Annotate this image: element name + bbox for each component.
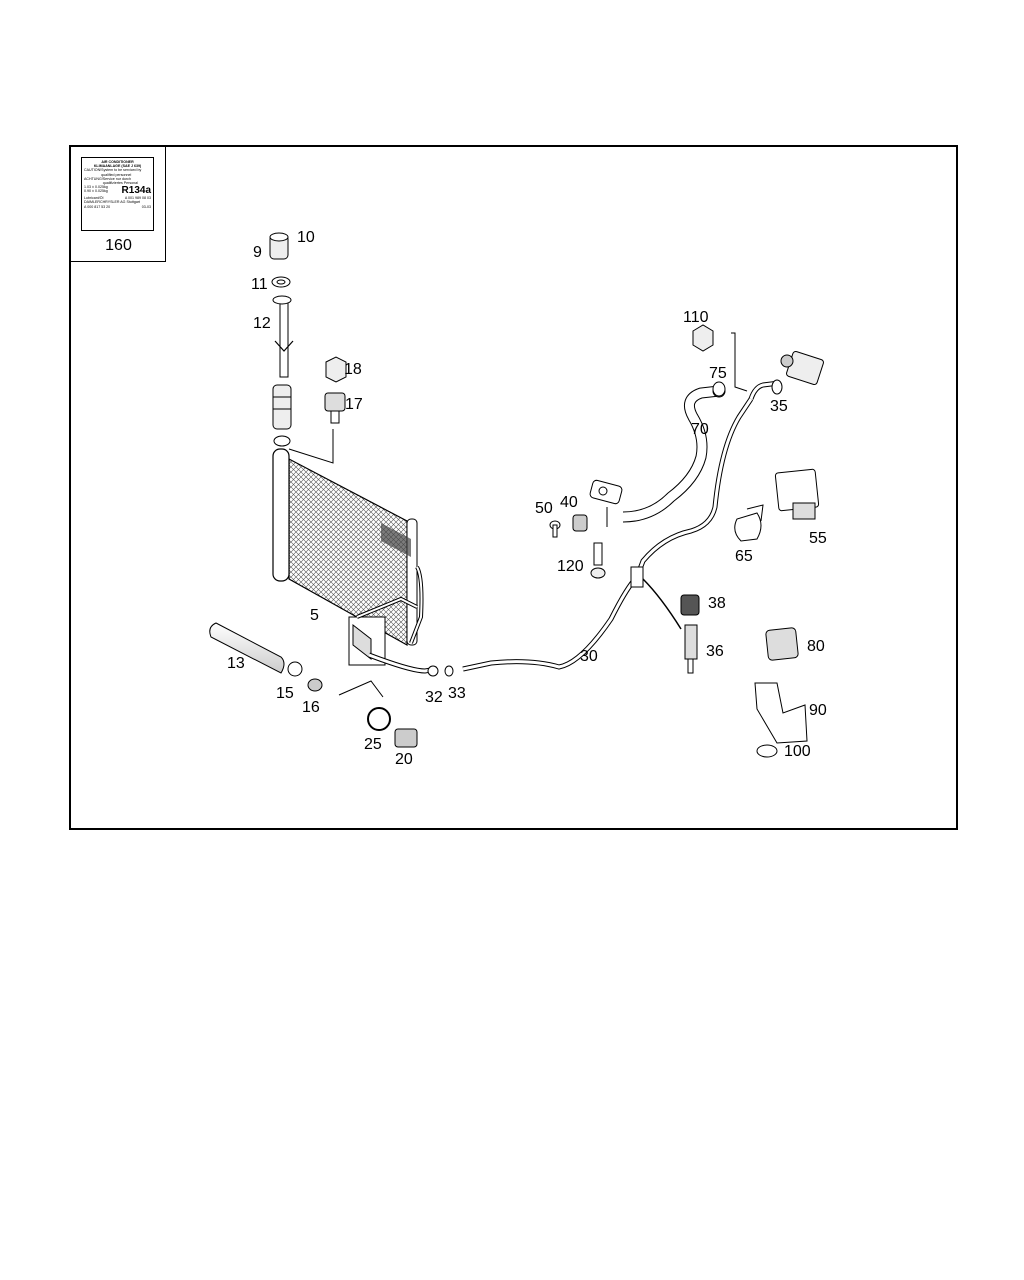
label-refrigerant: R134a	[121, 185, 151, 197]
callout-11: 11	[251, 276, 268, 293]
callout-120: 120	[557, 558, 584, 575]
label-caution: CAUTION!	[84, 168, 102, 173]
callout-20: 20	[395, 751, 413, 768]
callout-5: 5	[310, 607, 319, 624]
callout-55: 55	[809, 530, 827, 547]
label-achtung: ACHTUNG!	[84, 176, 103, 181]
receiver-drier-illustration	[209, 622, 418, 748]
callout-16: 16	[302, 699, 320, 716]
refrigerant-hose-70	[589, 384, 726, 527]
callout-9: 9	[253, 244, 262, 261]
expansion-valve-illustration	[692, 324, 824, 397]
label-code: 03-03	[141, 204, 151, 209]
callout-38: 38	[708, 595, 726, 612]
brackets-illustration	[754, 627, 808, 758]
label-panel: AIR CONDITIONER KLIMAANLAGE (SAE J 639) …	[71, 147, 166, 262]
condenser-illustration	[272, 448, 424, 666]
callout-35: 35	[770, 398, 788, 415]
label-partno: A 000 817 53 20	[84, 204, 111, 209]
label-lubricant-value: A 001 989 08 03	[124, 196, 151, 201]
label-fill2: 0.90 ± 0.025kg	[84, 189, 108, 194]
label-line2: KLIMAANLAGE (SAE J 639)	[93, 164, 142, 169]
callout-33: 33	[448, 685, 466, 702]
callout-50: 50	[535, 500, 553, 517]
callout-160: 160	[105, 237, 132, 254]
drier-cartridge-illustration	[269, 232, 347, 464]
callout-40: 40	[560, 494, 578, 511]
callout-18: 18	[344, 361, 362, 378]
callout-90: 90	[809, 702, 827, 719]
callout-75: 75	[709, 365, 727, 382]
label-line1: AIR CONDITIONER	[101, 160, 134, 164]
callout-10: 10	[297, 229, 315, 246]
callout-32: 32	[425, 689, 443, 706]
fasteners-illustration	[549, 514, 606, 579]
sensor-illustration	[680, 594, 700, 674]
callout-36: 36	[706, 643, 724, 660]
label-maker: DAIMLERCHRYSLER AG Stuttgart	[84, 200, 141, 205]
clips-illustration	[734, 468, 820, 542]
label-caution-text: System to be serviced by qualified perso…	[101, 168, 142, 177]
refrigerant-line-30	[368, 380, 780, 677]
callout-65: 65	[735, 548, 753, 565]
callout-13: 13	[227, 655, 245, 672]
callout-15: 15	[276, 685, 294, 702]
callout-100: 100	[784, 743, 811, 760]
callout-17: 17	[345, 396, 363, 413]
parts-diagram: AIR CONDITIONER KLIMAANLAGE (SAE J 639) …	[69, 145, 958, 830]
ac-label-card: AIR CONDITIONER KLIMAANLAGE (SAE J 639) …	[81, 157, 154, 231]
label-fill1: 1.03 ± 0.025kg	[84, 185, 108, 190]
callout-110: 110	[683, 309, 709, 326]
callout-30: 30	[580, 648, 598, 665]
callout-12: 12	[253, 315, 271, 332]
callout-25: 25	[364, 736, 382, 753]
diagram-drawing	[209, 232, 824, 758]
callout-80: 80	[807, 638, 825, 655]
callout-70: 70	[691, 421, 709, 438]
label-achtung-text: Service nur durch qualifiziertes Persona…	[102, 176, 138, 186]
label-lubricant: Lubricant/Öl	[84, 196, 104, 201]
